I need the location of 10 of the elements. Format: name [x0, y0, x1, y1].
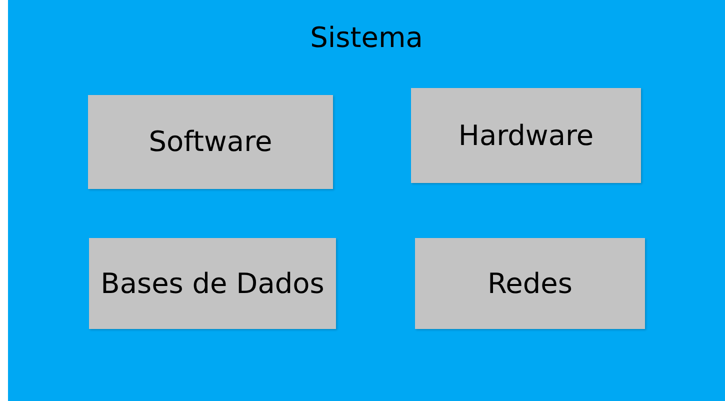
box-label: Hardware: [458, 122, 594, 150]
component-box: [415, 238, 645, 329]
component-box: [88, 95, 333, 189]
panel-title: Sistema: [309, 24, 424, 52]
box-label: Bases de Dados: [100, 270, 324, 298]
box-label: Redes: [487, 270, 572, 298]
component-box: [411, 88, 641, 183]
box-label: Software: [148, 128, 272, 156]
system-panel: [8, 0, 725, 401]
component-box: [89, 238, 336, 329]
